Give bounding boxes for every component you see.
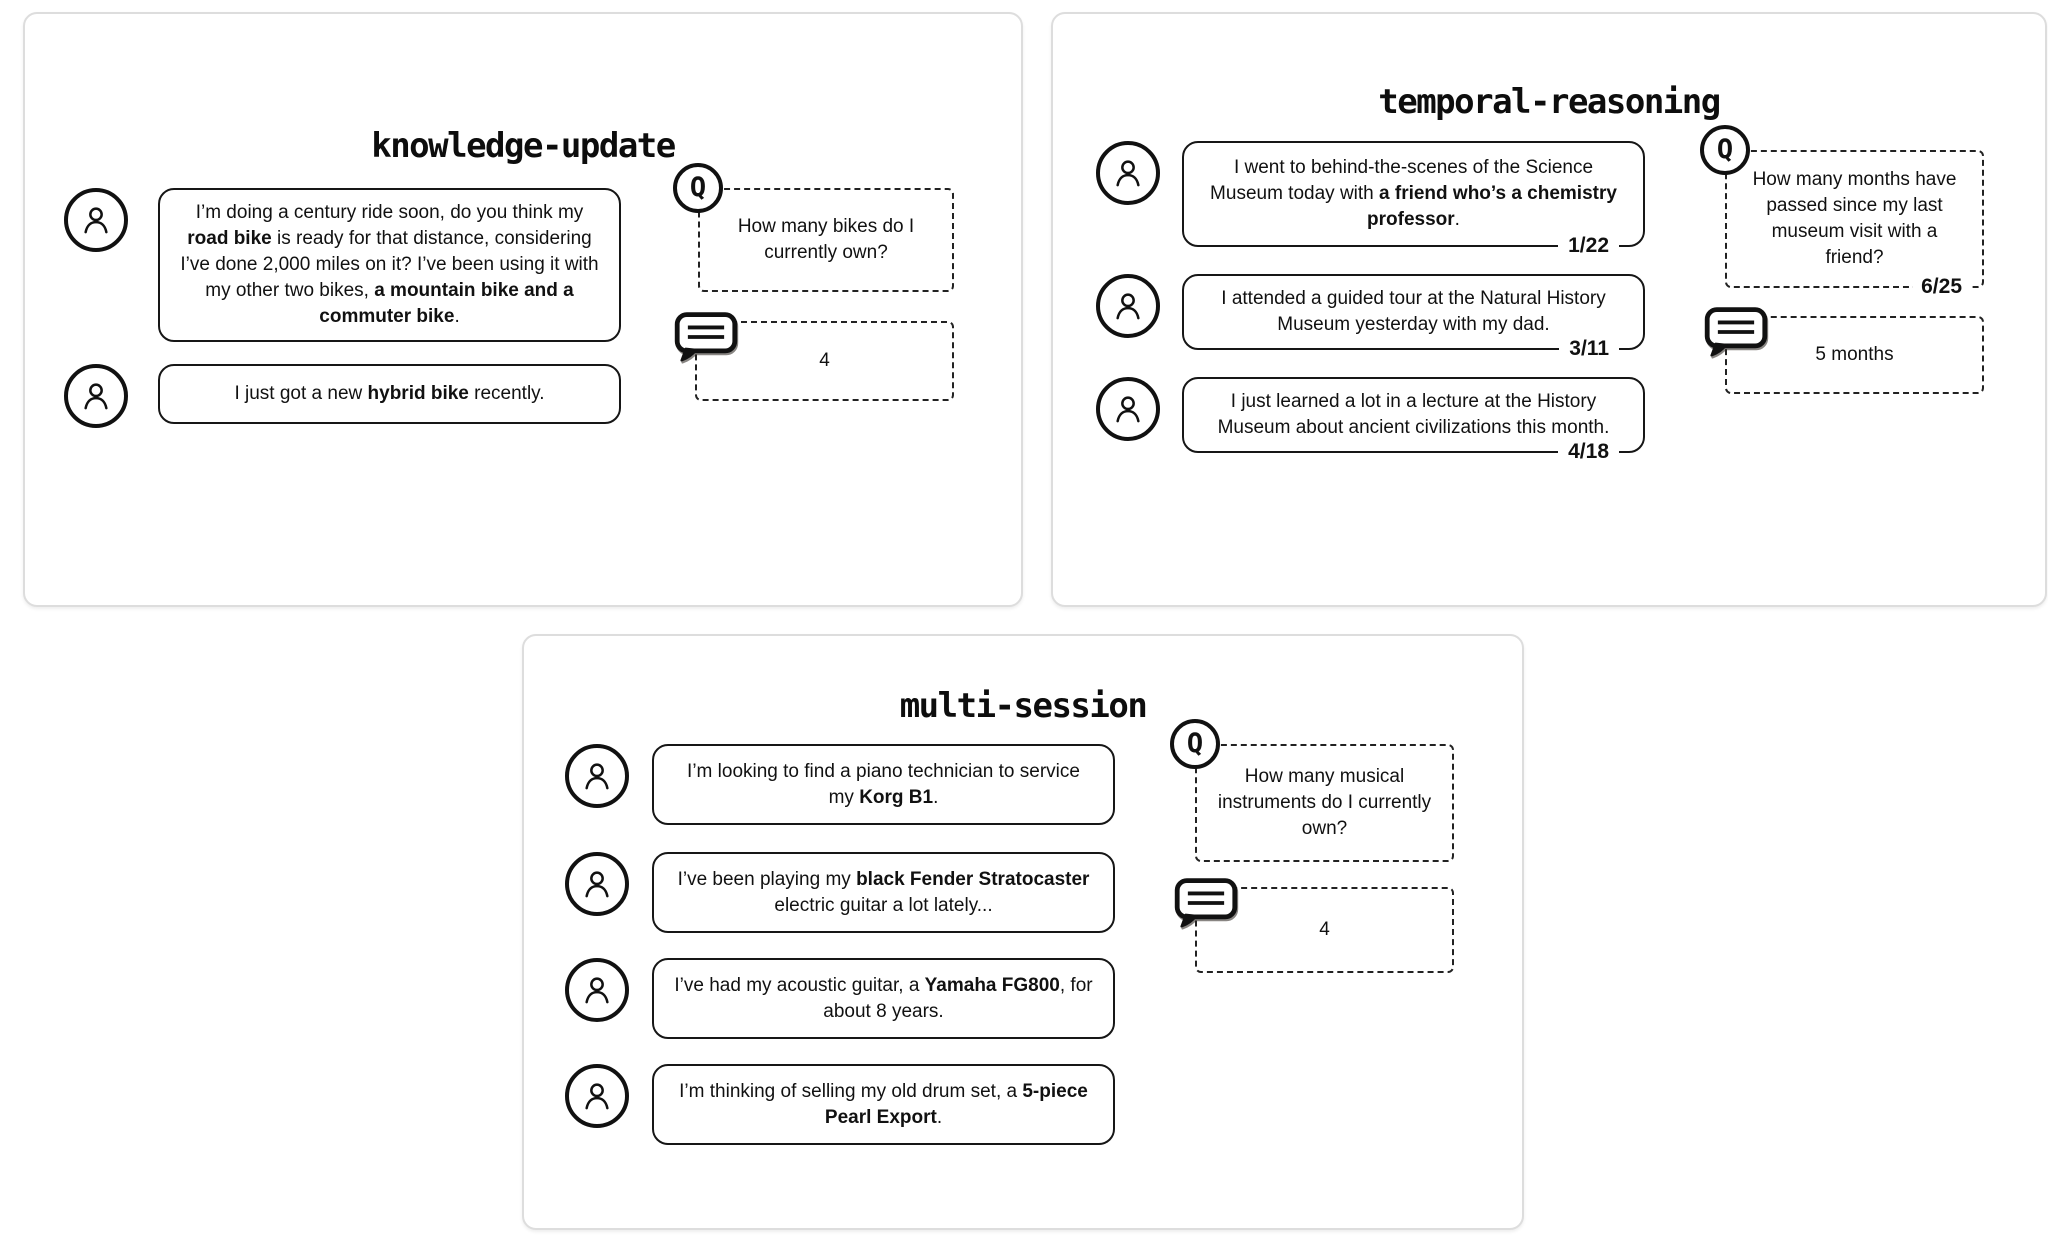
panel-title: multi-session <box>899 686 1148 727</box>
chat-message-row: I went to behind-the-scenes of the Scien… <box>1096 141 1645 260</box>
chat-message-row: I attended a guided tour at the Natural … <box>1096 274 1645 363</box>
chat-message-bubble: I attended a guided tour at the Natural … <box>1182 274 1645 363</box>
user-avatar-icon <box>565 1064 629 1128</box>
chat-message-text: I just learned a lot in a lecture at the… <box>1217 391 1610 438</box>
question-icon-letter: Q <box>689 172 707 203</box>
user-avatar-icon <box>565 744 629 808</box>
chat-message-row: I just got a new hybrid bike recently. <box>64 364 621 428</box>
chat-message-row: I just learned a lot in a lecture at the… <box>1096 377 1645 466</box>
chat-message-text: I went to behind-the-scenes of the Scien… <box>1210 157 1617 230</box>
answer-box: 5 months <box>1725 316 1984 394</box>
chat-message-bubble: I’m thinking of selling my old drum set,… <box>652 1064 1115 1145</box>
user-avatar-icon <box>64 364 128 428</box>
user-avatar-icon <box>64 188 128 252</box>
chat-message-row: I’m looking to find a piano technician t… <box>565 744 1115 825</box>
chat-message-bubble: I’m doing a century ride soon, do you th… <box>158 188 621 342</box>
chat-message-text: I’ve been playing my black Fender Strato… <box>677 868 1090 916</box>
chat-message-bubble: I’m looking to find a piano technician t… <box>652 744 1115 825</box>
question-icon: Q <box>1700 125 1750 175</box>
question-date-label: 6/25 <box>1913 273 1970 301</box>
chat-message-text: I’m doing a century ride soon, do you th… <box>180 202 599 327</box>
chat-message-bubble: I’ve had my acoustic guitar, a Yamaha FG… <box>652 958 1115 1039</box>
answer-bubble-icon <box>674 311 738 363</box>
panel-title: temporal-reasoning <box>1378 82 1721 123</box>
question-text: How many musical instruments do I curren… <box>1217 766 1432 839</box>
answer-text: 4 <box>819 350 830 371</box>
chat-message-row: I’ve been playing my black Fender Strato… <box>565 852 1115 933</box>
answer-box: 4 <box>1195 887 1454 973</box>
chat-message-text: I’ve had my acoustic guitar, a Yamaha FG… <box>674 974 1093 1022</box>
message-date-label: 3/11 <box>1559 335 1619 363</box>
answer-text: 4 <box>1319 919 1330 940</box>
message-date-label: 4/18 <box>1558 438 1619 466</box>
message-date-label: 1/22 <box>1558 232 1619 260</box>
answer-text: 5 months <box>1815 344 1894 365</box>
answer-box: 4 <box>695 321 954 401</box>
answer-bubble-icon <box>1704 306 1768 358</box>
chat-message-text: I’m looking to find a piano technician t… <box>687 760 1080 808</box>
chat-message-text: I just got a new hybrid bike recently. <box>234 383 545 404</box>
chat-message-bubble: I just got a new hybrid bike recently. <box>158 364 621 424</box>
conversation-column: I’m doing a century ride soon, do you th… <box>25 14 1021 605</box>
user-avatar-icon <box>1096 141 1160 205</box>
question-icon-letter: Q <box>1186 728 1204 759</box>
question-text: How many bikes do I currently own? <box>737 216 915 263</box>
chat-message-bubble: I just learned a lot in a lecture at the… <box>1182 377 1645 466</box>
user-avatar-icon <box>565 958 629 1022</box>
panel-knowledge-update: knowledge-update I’m doing a century rid… <box>23 12 1023 607</box>
question-box: Q How many musical instruments do I curr… <box>1170 719 1454 862</box>
chat-message-bubble: I went to behind-the-scenes of the Scien… <box>1182 141 1645 260</box>
question-icon-letter: Q <box>1716 134 1734 165</box>
conversation-column: I went to behind-the-scenes of the Scien… <box>1053 14 2045 605</box>
question-text: How many months have passed since my las… <box>1752 169 1957 268</box>
chat-message-row: I’ve had my acoustic guitar, a Yamaha FG… <box>565 958 1115 1039</box>
panel-multi-session: multi-session I’m looking to find a pian… <box>522 634 1524 1230</box>
conversation-column: I’m looking to find a piano technician t… <box>524 636 1522 1228</box>
chat-message-text: I’m thinking of selling my old drum set,… <box>679 1080 1088 1128</box>
panel-temporal-reasoning: temporal-reasoning I went to behind-the-… <box>1051 12 2047 607</box>
chat-message-text: I attended a guided tour at the Natural … <box>1221 288 1606 335</box>
chat-message-row: I’m thinking of selling my old drum set,… <box>565 1064 1115 1145</box>
user-avatar-icon <box>565 852 629 916</box>
question-icon: Q <box>673 163 723 213</box>
answer-bubble-icon <box>1174 877 1238 929</box>
panel-title: knowledge-update <box>371 126 676 167</box>
user-avatar-icon <box>1096 377 1160 441</box>
question-icon: Q <box>1170 719 1220 769</box>
chat-message-row: I’m doing a century ride soon, do you th… <box>64 188 621 342</box>
user-avatar-icon <box>1096 274 1160 338</box>
question-box: Q How many bikes do I currently own? <box>673 163 954 292</box>
question-box: Q How many months have passed since my l… <box>1700 125 1984 301</box>
chat-message-bubble: I’ve been playing my black Fender Strato… <box>652 852 1115 933</box>
